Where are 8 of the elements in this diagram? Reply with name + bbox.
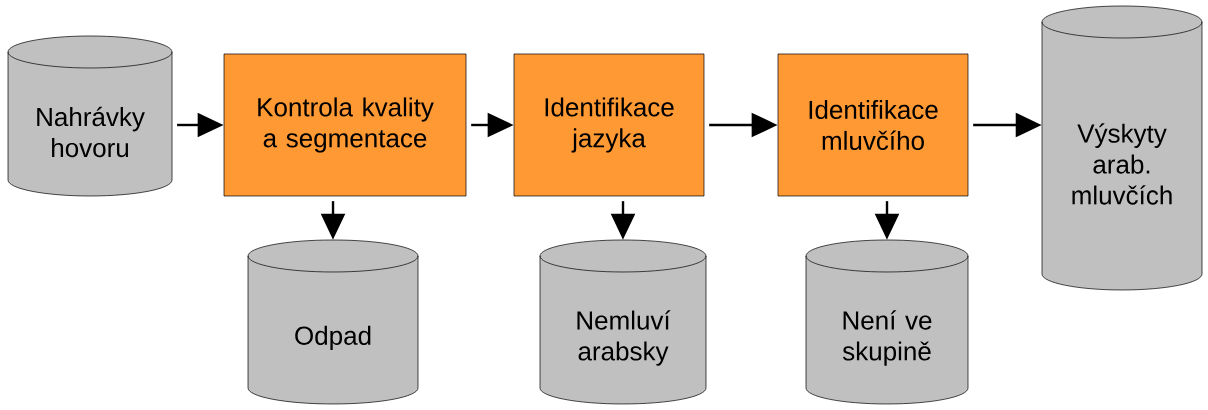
database-cylinder: Výskyty arab. mluvčích: [1041, 5, 1203, 291]
database-cylinder: Není ve skupině: [805, 239, 969, 405]
process-box: Identifikace mluvčího: [777, 53, 969, 197]
database-cylinder: Nemluví arabsky: [539, 239, 707, 405]
database-cylinder: Nahrávky hovoru: [7, 35, 173, 197]
process-box: Kontrola kvality a segmentace: [223, 53, 467, 197]
process-box: Identifikace jazyka: [513, 53, 705, 197]
database-cylinder: Odpad: [247, 239, 419, 405]
